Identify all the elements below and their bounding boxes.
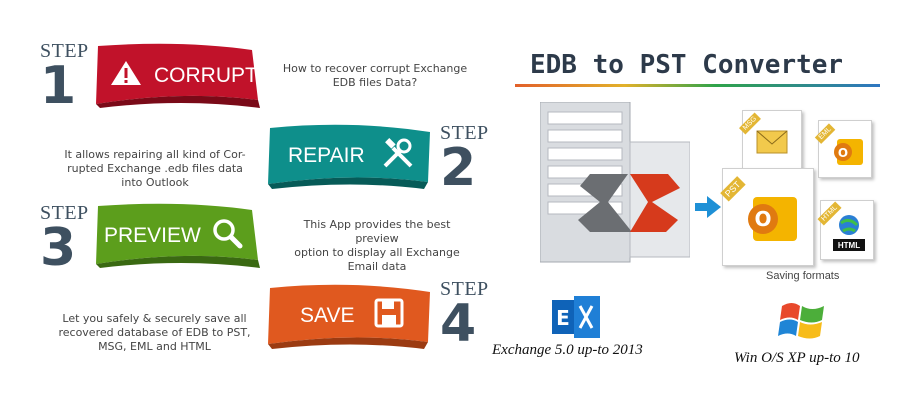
step-1-word: STEP xyxy=(40,40,89,62)
step-4-number: 4 xyxy=(440,294,477,354)
step-1-number: 1 xyxy=(40,56,77,116)
desc-line: option to display all Exchange xyxy=(294,246,460,259)
msg-format-icon: MSG xyxy=(739,110,802,170)
svg-text:E: E xyxy=(556,306,570,330)
desc-line: How to recover corrupt Exchange xyxy=(282,62,468,75)
desc-line: This App provides the best preview xyxy=(303,218,451,245)
desc-line: Let you safely & securely save all xyxy=(62,312,247,325)
svg-text:O: O xyxy=(754,207,771,231)
windows-version-text: Win O/S XP up-to 10 xyxy=(734,350,860,366)
step-4-description: Let you safely & securely save all recov… xyxy=(52,312,257,354)
warning-icon xyxy=(110,59,142,93)
exchange-logo-icon: E xyxy=(552,296,602,342)
desc-line: recovered database of EDB to PST, xyxy=(58,326,251,339)
save-icon xyxy=(374,298,404,334)
magnifier-icon xyxy=(211,217,243,255)
ribbon-repair: REPAIR xyxy=(262,122,434,190)
exchange-server-illustration xyxy=(539,101,691,272)
desc-line: MSG, EML and HTML xyxy=(98,340,211,353)
windows-logo-icon xyxy=(778,298,826,348)
ribbon-corrupt: CORRUPT xyxy=(92,42,264,110)
desc-line: rupted Exchange .edb files data xyxy=(67,162,243,175)
product-title: EDB to PST Converter xyxy=(530,50,844,80)
step-2-number: 2 xyxy=(440,138,477,198)
step-3-number: 3 xyxy=(40,218,77,278)
desc-line: It allows repairing all kind of Cor- xyxy=(64,148,246,161)
html-format-icon: HTML HTML xyxy=(817,200,874,260)
ribbon-save: SAVE xyxy=(262,282,434,350)
desc-line: into Outlook xyxy=(121,176,189,189)
step-3-description: This App provides the best preview optio… xyxy=(282,218,472,274)
step-4-word: STEP xyxy=(440,278,489,300)
desc-line: EDB files Data? xyxy=(332,76,418,89)
step-3-word: STEP xyxy=(40,202,89,224)
desc-line: Email data xyxy=(347,260,407,273)
eml-format-icon: EML O xyxy=(814,120,872,178)
title-rule xyxy=(515,84,880,87)
wrench-screwdriver-icon xyxy=(381,136,415,176)
svg-text:HTML: HTML xyxy=(838,241,860,250)
ribbon-label-save: SAVE xyxy=(300,304,355,327)
ribbon-label-preview: PREVIEW xyxy=(104,224,201,247)
pst-format-icon: PST O xyxy=(720,168,814,266)
svg-text:O: O xyxy=(838,146,848,160)
arrow-right-icon xyxy=(695,196,721,222)
exchange-version-text: Exchange 5.0 up-to 2013 xyxy=(492,342,643,358)
saving-formats-label: Saving formats xyxy=(766,270,840,282)
ribbon-preview: PREVIEW xyxy=(92,202,264,270)
ribbon-label-repair: REPAIR xyxy=(288,144,365,167)
step-2-word: STEP xyxy=(440,122,489,144)
step-1-description: How to recover corrupt Exchange EDB file… xyxy=(280,62,470,90)
ribbon-label-corrupt: CORRUPT xyxy=(154,64,258,87)
step-2-description: It allows repairing all kind of Cor- rup… xyxy=(55,148,255,190)
